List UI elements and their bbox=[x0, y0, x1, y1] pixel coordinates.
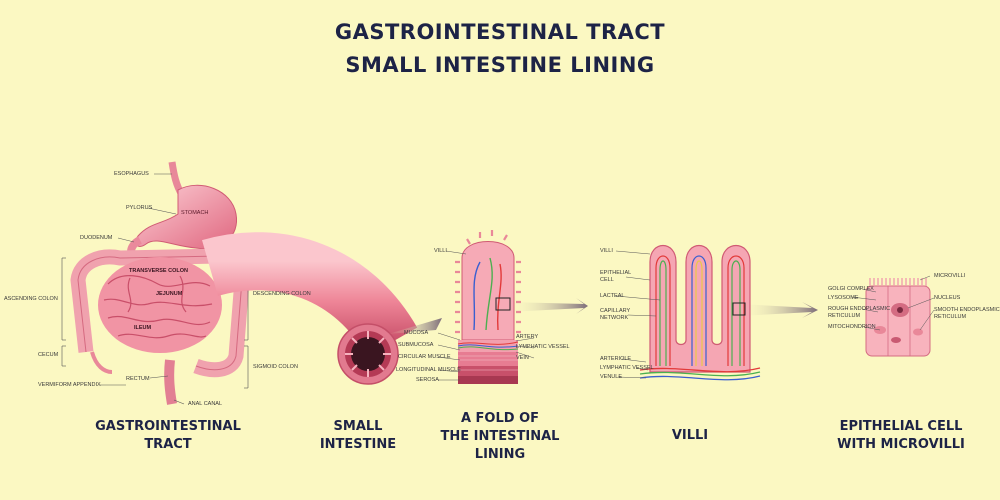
label-smooth-er-line-2: RETICULUM bbox=[934, 314, 967, 320]
title-line-2: SMALL INTESTINE LINING bbox=[345, 53, 655, 77]
caption-gi-tract: GASTROINTESTINAL TRACT bbox=[78, 418, 258, 454]
label-mitochondrion: MITOCHONDRION bbox=[828, 324, 876, 330]
label-vermiform-appendix: VERMIFORM APPENDIX bbox=[38, 382, 101, 388]
epithelial-cell-diagram bbox=[851, 275, 935, 357]
label-rough-er-line-2: RETICULUM bbox=[828, 313, 861, 319]
title-line-1: GASTROINTESTINAL TRACT bbox=[334, 20, 666, 44]
caption-small-intestine: SMALL INTESTINE bbox=[298, 418, 418, 454]
caption-gi-tract-line-2: TRACT bbox=[144, 437, 192, 452]
label-jejunum: JEJUNUM bbox=[156, 291, 183, 297]
label-golgi-complex: GOLGI COMPLEX bbox=[828, 286, 874, 292]
label-descending-colon: DESCENDING COLON bbox=[253, 291, 311, 297]
label-transverse-colon: TRANSVERSE COLON bbox=[129, 268, 188, 274]
caption-small-intestine-line-1: SMALL bbox=[333, 419, 383, 434]
label-smooth-er: SMOOTH ENDOPLASMIC RETICULUM bbox=[934, 307, 1000, 321]
label-villi-lymphatic-vessel: LYMPHATIC VESSEL bbox=[600, 365, 654, 371]
label-rectum: RECTUM bbox=[126, 376, 150, 382]
label-lysosome: LYSOSOME bbox=[828, 295, 859, 301]
label-villi-villi: VILLI bbox=[600, 248, 613, 254]
caption-fold-line-3: LINING bbox=[474, 447, 526, 462]
small-intestine-tube bbox=[202, 232, 418, 385]
label-longitudinal-muscle: LONGITUDINAL MUSCLE bbox=[396, 367, 461, 373]
caption-villi: VILLI bbox=[640, 427, 740, 445]
label-artery: ARTERY bbox=[516, 334, 539, 340]
label-epithelial-cell: EPITHELIAL CELL bbox=[600, 270, 631, 284]
label-epithelial-cell-line-1: EPITHELIAL bbox=[600, 270, 632, 276]
label-microvilli: MICROVILLI bbox=[934, 273, 966, 279]
zoom-arrows bbox=[388, 298, 818, 334]
label-mucosa: MUCOSA bbox=[404, 330, 429, 336]
label-rough-er-line-1: ROUGH ENDOPLASMIC bbox=[828, 306, 891, 312]
label-sigmoid-colon: SIGMOID COLON bbox=[253, 364, 298, 370]
caption-gi-tract-line-1: GASTROINTESTINAL bbox=[95, 419, 241, 434]
label-ascending-colon: ASCENDING COLON bbox=[4, 296, 58, 302]
label-arteriole: ARTERIOLE bbox=[600, 356, 632, 362]
label-duodenum: DUODENUM bbox=[80, 235, 113, 241]
label-smooth-er-line-1: SMOOTH ENDOPLASMIC bbox=[934, 307, 1000, 313]
caption-fold-line-2: THE INTESTINAL bbox=[440, 429, 560, 444]
caption-epithelial-cell: EPITHELIAL CELL WITH MICROVILLI bbox=[816, 418, 986, 454]
intestinal-fold-diagram bbox=[437, 230, 535, 384]
label-circular-muscle: CIRCULAR MUSCLE bbox=[398, 354, 451, 360]
caption-fold-line-1: A FOLD OF bbox=[460, 411, 540, 426]
label-venule: VENULE bbox=[600, 374, 623, 380]
label-capillary-network: CAPILLARY NETWORK bbox=[600, 308, 630, 322]
label-serosa: SEROSA bbox=[416, 377, 439, 383]
label-stomach: STOMACH bbox=[181, 210, 209, 216]
label-nucleus: NUCLEUS bbox=[934, 295, 961, 301]
label-vein: VEIN bbox=[516, 355, 529, 361]
villi-diagram bbox=[615, 245, 761, 381]
label-esophagus: ESOPHAGUS bbox=[114, 171, 149, 177]
label-capillary-network-line-1: CAPILLARY bbox=[600, 308, 631, 314]
label-submucosa: SUBMUCOSA bbox=[398, 342, 434, 348]
label-ileum: ILEUM bbox=[134, 325, 152, 331]
caption-villi-line-1: VILLI bbox=[671, 428, 709, 443]
label-lacteal: LACTEAL bbox=[600, 293, 625, 299]
caption-small-intestine-line-2: INTESTINE bbox=[319, 437, 397, 452]
label-pylorus: PYLORUS bbox=[126, 205, 153, 211]
caption-epithelial-cell-line-2: WITH MICROVILLI bbox=[837, 437, 965, 452]
caption-fold: A FOLD OF THE INTESTINAL LINING bbox=[420, 410, 580, 464]
label-capillary-network-line-2: NETWORK bbox=[600, 315, 629, 321]
caption-epithelial-cell-line-1: EPITHELIAL CELL bbox=[839, 419, 963, 434]
label-fold-villi: VILLI bbox=[434, 248, 447, 254]
label-epithelial-cell-line-2: CELL bbox=[600, 277, 614, 283]
label-cecum: CECUM bbox=[38, 352, 59, 358]
label-anal-canal: ANAL CANAL bbox=[188, 401, 223, 407]
label-fold-lymphatic-vessel: LYMPHATIC VESSEL bbox=[516, 344, 570, 350]
label-rough-er: ROUGH ENDOPLASMIC RETICULUM bbox=[828, 306, 890, 320]
